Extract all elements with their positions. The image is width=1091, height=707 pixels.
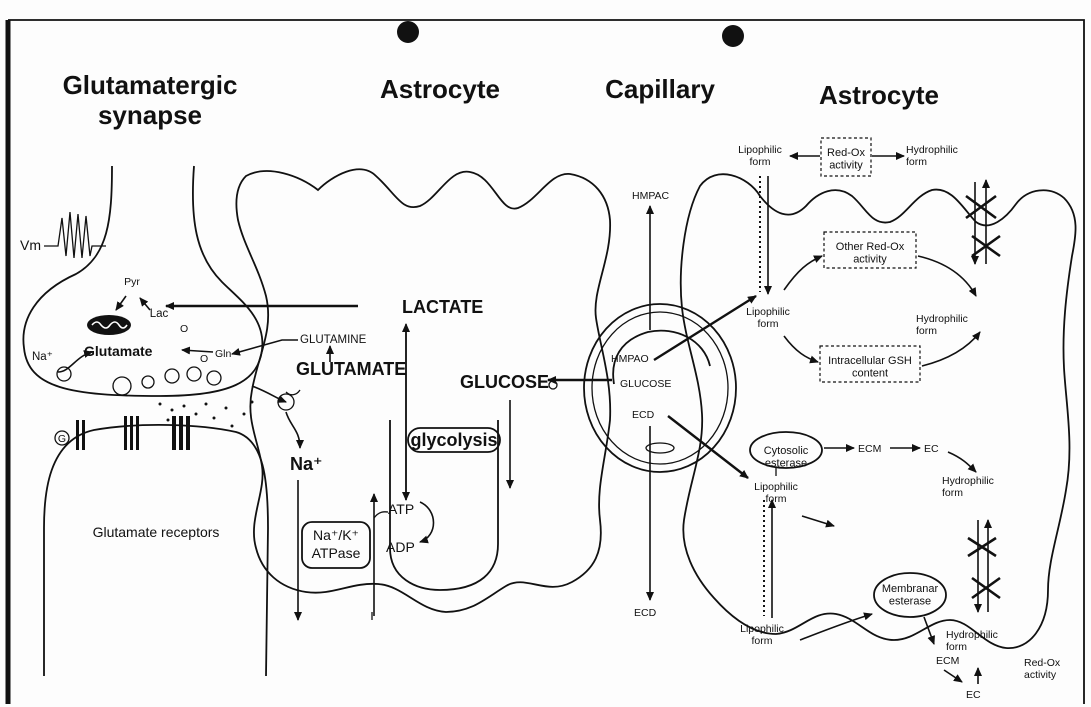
heading-synapse-line1: Glutamatergic [63, 70, 238, 100]
vm-label: Vm [20, 237, 41, 253]
presynaptic-terminal [23, 166, 262, 396]
glutamate-receptors-label: Glutamate receptors [93, 524, 220, 540]
vesicle-fusing [113, 377, 131, 395]
ecm-to-ec-bottom-arrow [944, 670, 962, 682]
binder-hole-left [397, 21, 419, 43]
mitochondrion-icon [87, 315, 131, 335]
gsh-to-hydrophilic-arrow [922, 332, 980, 366]
membrane-esterase-to-ecm-arrow [924, 617, 934, 644]
hydrophilic-top: Hydrophilicform [906, 144, 958, 168]
na-plus-astro: Na⁺ [290, 454, 323, 474]
adp-label: ADP [386, 539, 415, 555]
heading-synapse-line2: synapse [98, 100, 202, 130]
adp-atp-cycle-arrow [420, 502, 434, 542]
heading-astrocyte-right: Astrocyte [819, 80, 939, 110]
ecd-inside-label: ECD [632, 409, 655, 421]
atpase-line2: ATPase [312, 545, 361, 561]
glucose-astro-label: GLUCOSE [460, 372, 549, 392]
receptor-bar [76, 420, 79, 450]
glutamate-astro-label: GLUTAMATE [296, 359, 406, 379]
ec-to-hydrophilic-arrow [948, 452, 976, 472]
left-astrocyte-membrane [236, 169, 610, 612]
lac-transporter-marker: O [180, 323, 188, 335]
block-cross-bottom-2 [972, 578, 1000, 598]
pyr-arrow [116, 296, 126, 310]
atpase-line1: Na⁺/K⁺ [313, 527, 359, 543]
atp-label: ATP [388, 501, 414, 517]
binder-hole-right [722, 25, 744, 47]
glucose-transporter-icon [549, 381, 557, 389]
other-redox-to-hydrophilic-arrow [918, 256, 976, 296]
lactate-label: LACTATE [402, 297, 483, 317]
vesicle [165, 369, 179, 383]
glutamate-receptor-channels: G [55, 416, 190, 450]
glutamate-link [286, 390, 300, 395]
postsynaptic-element [44, 425, 268, 676]
receptor-bar [179, 416, 183, 450]
glutamate-uptake-arrow [252, 386, 286, 402]
vesicles [57, 367, 221, 395]
ecd-bottom-label: ECD [634, 607, 657, 619]
lac-to-pyr-arrow [140, 298, 150, 310]
lac-label: Lac [150, 308, 169, 320]
glutamate-label: Glutamate [84, 343, 153, 359]
lipophilic-to-gsh-arrow [784, 336, 818, 362]
vesicle [57, 367, 71, 381]
receptor-bar [130, 416, 133, 450]
receptor-bar [124, 416, 127, 450]
heading-capillary: Capillary [605, 74, 715, 104]
receptor-g-marker: G [58, 433, 66, 445]
ec-mid-label: EC [924, 443, 939, 455]
block-cross-bottom-1 [968, 538, 996, 556]
receptor-bar [136, 416, 139, 450]
ecm-mid-label: ECM [858, 443, 881, 455]
atp-link [374, 512, 388, 518]
na-cotransport-arrow [286, 412, 300, 448]
vesicle [187, 367, 201, 381]
glutamine-label: GLUTAMINE [300, 334, 367, 346]
left-astrocyte-panel: O O LACTATE GLUTAMINE GLUTAMATE Na⁺ glyc… [166, 169, 612, 620]
gln-label: Gln [215, 348, 232, 360]
vesicle [142, 376, 154, 388]
ec-bottom-label: EC [966, 689, 981, 701]
glucose-capillary-label: GLUCOSE [620, 378, 671, 390]
hmpao-uptake-arrow [654, 296, 756, 360]
receptor-bar [82, 420, 85, 450]
receptor-bar [172, 416, 176, 450]
gln-transporter-marker: O [200, 353, 208, 365]
hydrophilic-bottom: Hydrophilicform [946, 629, 998, 653]
vesicle [207, 371, 221, 385]
glycolysis-label: glycolysis [410, 430, 497, 450]
lipophilic-to-other-redox-arrow [784, 256, 822, 290]
pyr-label: Pyr [124, 276, 140, 288]
lipophilic-mid: Lipophilicform [746, 306, 790, 330]
block-cross-top-1 [966, 196, 996, 218]
gln-to-glutamate-arrow [182, 350, 213, 352]
lipophilic-lower-arrow [802, 516, 834, 526]
action-potential-trace [44, 212, 106, 258]
hmpao-label: HMPAO [611, 353, 649, 365]
heading-astrocyte-left: Astrocyte [380, 74, 500, 104]
hmpac-label: HMPAC [632, 190, 670, 202]
na-plus-synapse: Na⁺ [32, 351, 53, 363]
receptor-bar [186, 416, 190, 450]
ecm-bottom-label: ECM [936, 655, 959, 667]
synapse-panel: Vm Pyr Lac Na⁺ Glutamate Gln [20, 166, 268, 676]
other-redox-label: Other Red-Oxactivity [836, 241, 905, 266]
